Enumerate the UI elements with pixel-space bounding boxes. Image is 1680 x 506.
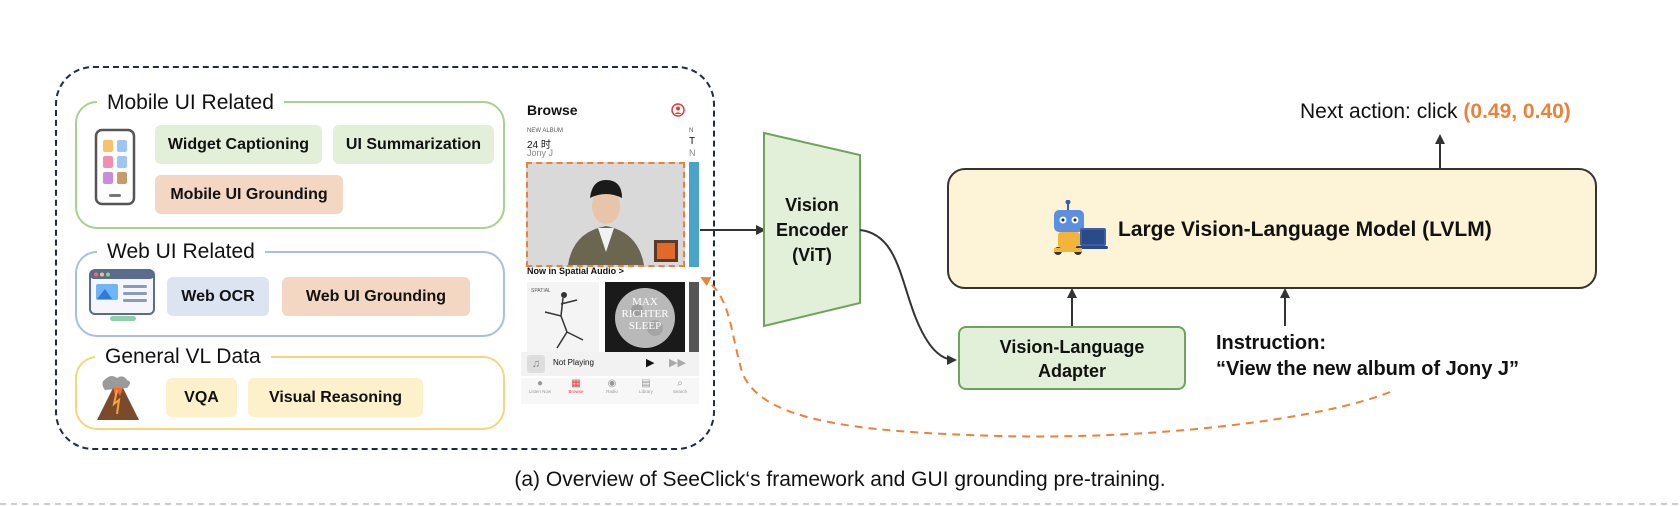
next-album-artist: N — [689, 148, 696, 158]
account-icon[interactable] — [671, 103, 685, 117]
chip-vqa: VQA — [166, 378, 237, 417]
adapter-label: Vision-Language Adapter — [999, 337, 1145, 381]
chip-widget-captioning: Widget Captioning — [155, 125, 322, 164]
lvlm-label: Large Vision-Language Model (LVLM) — [1118, 218, 1492, 241]
album2-tag: SPATIAL — [531, 288, 551, 294]
mini-player[interactable]: ♫ Not Playing ▶ ▶▶ — [521, 352, 699, 376]
album-art-next2 — [689, 282, 699, 354]
skip-forward-icon[interactable]: ▶▶ — [669, 357, 686, 369]
album-art-max-richter: MAX RICHTER SLEEP — [605, 282, 685, 354]
next-action-prefix: Next action: click — [1300, 100, 1464, 123]
spatial-audio-section[interactable]: Now in Spatial Audio > — [527, 266, 624, 276]
next-album-art — [689, 162, 699, 267]
phone-screenshot: Browse NEW ALBUM 24 时 Jony J N T N Now i… — [521, 96, 699, 430]
mobile-ui-group-title: Mobile UI Related — [97, 92, 284, 114]
mobile-ui-group — [75, 101, 505, 229]
chip-web-ocr: Web OCR — [167, 277, 269, 316]
new-album-tag: NEW ALBUM — [527, 128, 564, 134]
browse-title: Browse — [527, 102, 578, 118]
tab-browse[interactable]: ▦Browse — [568, 378, 584, 394]
data-sources-container — [55, 66, 715, 450]
album-art-target[interactable] — [526, 162, 685, 267]
chip-mobile-ui-grounding: Mobile UI Grounding — [155, 175, 343, 214]
album-title: 24 时 — [527, 140, 551, 151]
chip-ui-summarization: UI Summarization — [333, 125, 494, 164]
next-album-title: T — [689, 136, 696, 147]
next-action-coords: (0.49, 0.40) — [1463, 100, 1571, 123]
tab-search[interactable]: ⌕Search — [672, 378, 688, 394]
tab-library[interactable]: ▤Library — [639, 378, 653, 394]
tab-bar: ●Listen Now ▦Browse ◉Radio ▤Library ⌕Sea… — [521, 378, 699, 404]
vision-encoder-shape — [763, 131, 861, 328]
player-status: Not Playing — [553, 358, 594, 367]
chip-web-ui-grounding: Web UI Grounding — [282, 277, 470, 316]
web-ui-group — [75, 251, 505, 337]
chip-visual-reasoning: Visual Reasoning — [248, 378, 423, 417]
phone-icon — [94, 128, 136, 206]
tab-radio[interactable]: ◉Radio — [606, 378, 618, 394]
volcano-icon — [93, 374, 143, 422]
music-note-icon: ♫ — [527, 355, 545, 373]
tab-listen-now[interactable]: ●Listen Now — [528, 378, 552, 394]
album-art-dancer: SPATIAL — [527, 282, 599, 354]
vision-language-adapter — [958, 326, 1186, 390]
web-ui-group-title: Web UI Related — [97, 241, 265, 263]
figure-caption: (a) Overview of SeeClick‘s framework and… — [514, 468, 1166, 491]
grounding-feedback-arrow — [700, 277, 1391, 438]
arrow-encoder-to-adapter — [859, 229, 957, 365]
instruction-text: “View the new album of Jony J” — [1216, 358, 1520, 380]
webpage-icon — [88, 268, 156, 322]
robot-icon — [1048, 199, 1110, 256]
album3-text: MAX RICHTER SLEEP — [621, 296, 669, 332]
vision-encoder-label: Vision Encoder (ViT) — [775, 195, 849, 265]
general-vl-group — [75, 356, 505, 430]
next-action: Next action: click (0.49, 0.40) — [1300, 100, 1571, 124]
instruction-label: Instruction: — [1216, 332, 1326, 354]
album-artist: Jony J — [527, 148, 554, 158]
general-vl-group-title: General VL Data — [95, 346, 271, 368]
next-album-tag: N — [689, 128, 694, 134]
play-icon[interactable]: ▶ — [646, 357, 655, 369]
